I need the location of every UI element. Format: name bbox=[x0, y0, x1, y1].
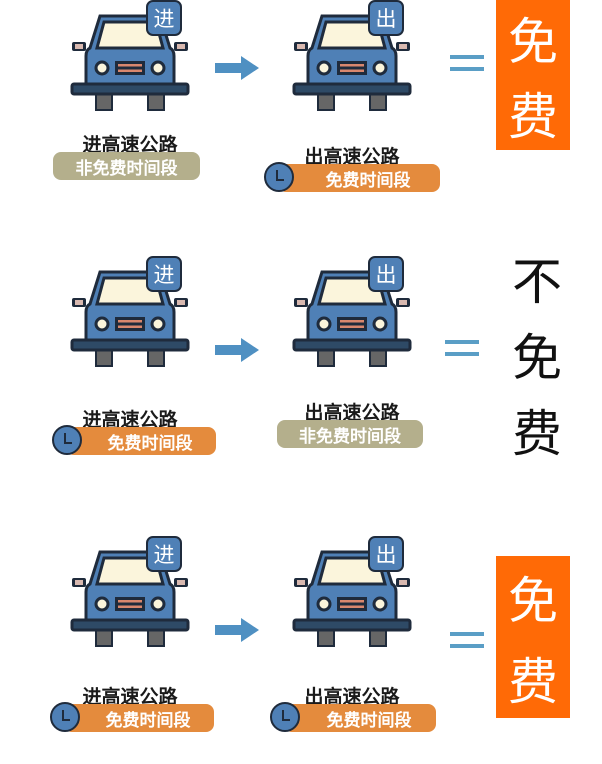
clock-icon bbox=[52, 425, 82, 455]
clock-icon bbox=[270, 702, 300, 732]
exit-period-pill: 免费时间段 bbox=[284, 704, 436, 732]
entry-badge: 进 bbox=[146, 536, 182, 572]
result-char: 免 bbox=[512, 329, 562, 387]
result-char: 不 bbox=[512, 253, 562, 311]
equals-sign bbox=[445, 340, 479, 356]
entry-badge: 进 bbox=[146, 256, 182, 292]
exit-badge: 出 bbox=[368, 536, 404, 572]
entry-label: 进高速公路 bbox=[82, 686, 178, 708]
clock-icon bbox=[264, 162, 294, 192]
result-free: 免费 bbox=[496, 0, 570, 150]
result-char: 免 bbox=[508, 12, 558, 71]
clock-icon bbox=[50, 702, 80, 732]
entry-label: 进高速公路 bbox=[82, 134, 178, 156]
entry-period-pill: 免费时间段 bbox=[64, 704, 214, 732]
exit-label: 出高速公路 bbox=[304, 686, 400, 708]
result-not-free: 不免费 bbox=[500, 240, 574, 468]
exit-period-pill: 非免费时间段 bbox=[277, 420, 423, 448]
entry-label: 进高速公路 bbox=[82, 409, 178, 431]
equals-sign bbox=[450, 55, 484, 71]
exit-badge: 出 bbox=[368, 0, 404, 36]
result-free: 免费 bbox=[496, 556, 570, 718]
entry-period-pill: 非免费时间段 bbox=[53, 152, 200, 180]
exit-label: 出高速公路 bbox=[304, 402, 400, 424]
result-char: 免 bbox=[508, 571, 558, 630]
arrow-right-icon bbox=[215, 56, 259, 80]
entry-badge: 进 bbox=[146, 0, 182, 36]
entry-period-pill: 免费时间段 bbox=[66, 427, 216, 455]
exit-badge: 出 bbox=[368, 256, 404, 292]
exit-period-pill: 免费时间段 bbox=[278, 164, 440, 192]
arrow-right-icon bbox=[215, 338, 259, 362]
result-char: 费 bbox=[508, 652, 558, 711]
result-char: 费 bbox=[508, 87, 558, 146]
arrow-right-icon bbox=[215, 618, 259, 642]
equals-sign bbox=[450, 632, 484, 648]
result-char: 费 bbox=[512, 405, 562, 463]
exit-label: 出高速公路 bbox=[304, 146, 400, 168]
